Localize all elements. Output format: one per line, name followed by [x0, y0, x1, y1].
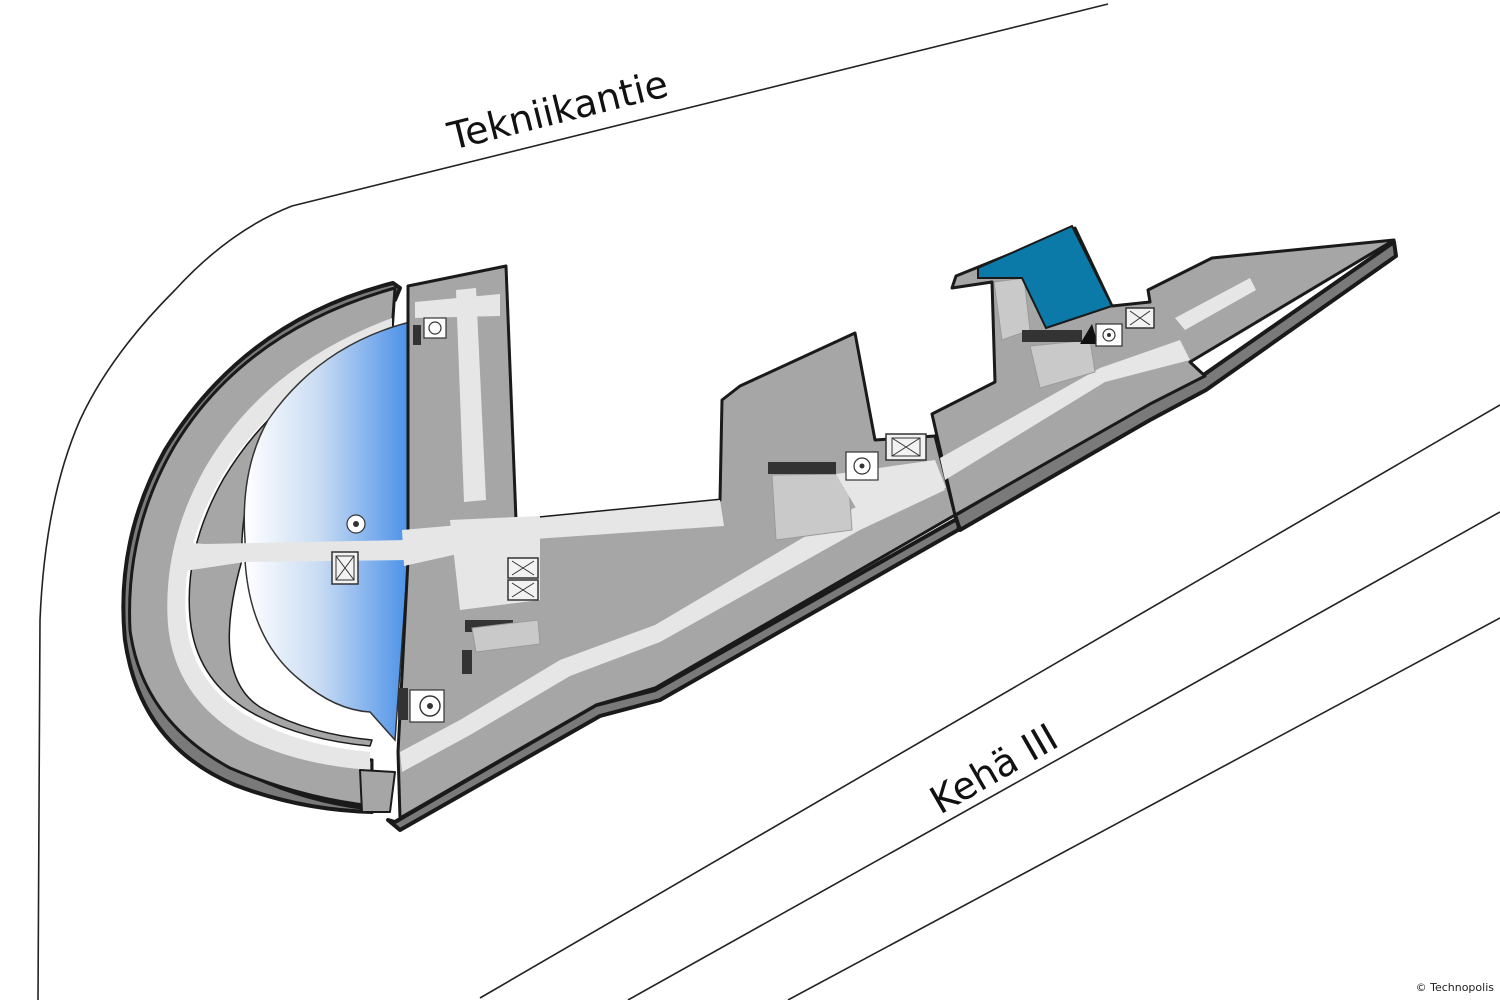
stairs-icon: [1095, 323, 1123, 347]
elevator-icon: [1125, 307, 1155, 329]
elevator-icon: [507, 557, 539, 579]
road-keha-iii: [479, 404, 1500, 1000]
building-west-wing: [121, 281, 411, 814]
wall-segment: [413, 325, 421, 345]
building-east-wing: [930, 224, 1398, 532]
elevator-icon: [507, 579, 539, 601]
wall-segment: [398, 688, 408, 720]
street-label-keha-iii: Kehä III: [923, 715, 1066, 823]
building-main-wing: [386, 264, 964, 832]
wall-segment: [462, 650, 472, 674]
glass-courtyard: [243, 321, 411, 742]
road-tekniikantie: [37, 3, 1109, 1000]
elevator-icon: [885, 433, 927, 461]
stairs-icon: [845, 451, 879, 481]
stairs-icon: [423, 317, 447, 339]
entrance-arrow-icon: [1080, 324, 1098, 344]
wall-segment: [768, 462, 836, 474]
elevator-icon: [331, 551, 359, 585]
wall-segment: [1022, 330, 1082, 342]
stairs-icon: [346, 514, 366, 534]
street-label-tekniikantie: Tekniikantie: [443, 62, 673, 159]
stairs-icon: [409, 689, 445, 723]
copyright-notice: © Technopolis: [1415, 981, 1494, 994]
highlighted-room[interactable]: [977, 224, 1114, 330]
